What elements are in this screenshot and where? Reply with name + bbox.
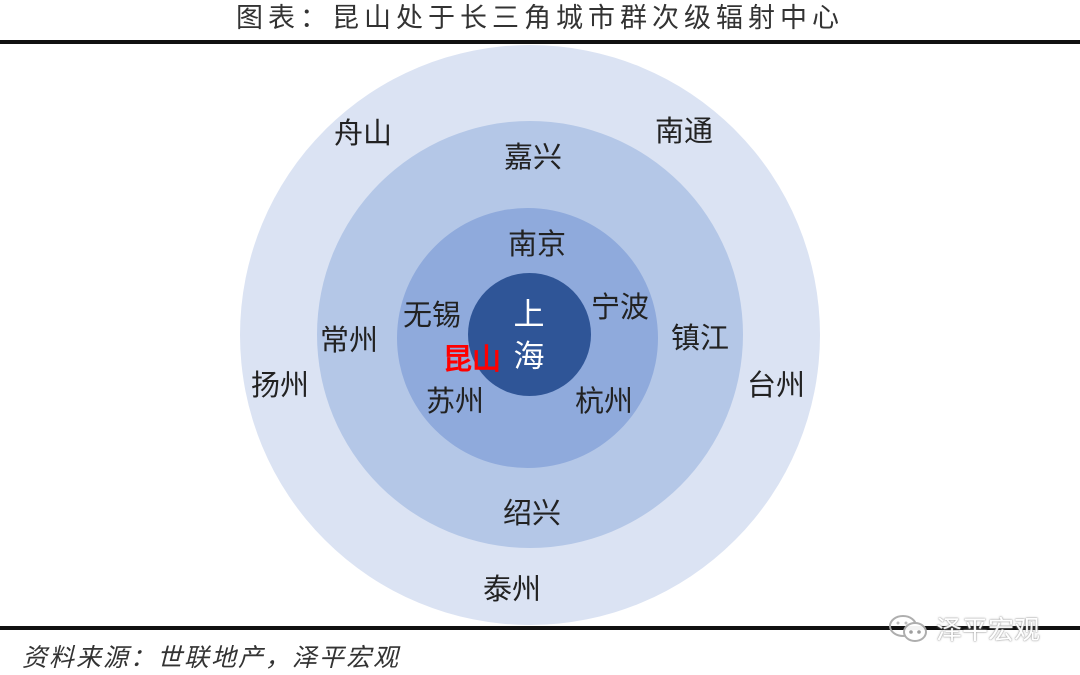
watermark: 泽平宏观 — [888, 610, 1040, 647]
source-note: 资料来源：世联地产，泽平宏观 — [22, 643, 401, 672]
city-label-wuxi: 无锡 — [402, 298, 462, 332]
city-label-nantong: 南通 — [654, 114, 714, 148]
city-label-ningbo: 宁波 — [590, 290, 650, 324]
top-divider — [0, 40, 1080, 44]
watermark-text: 泽平宏观 — [936, 616, 1041, 646]
city-label-taizhou-jiangsu: 泰州 — [482, 572, 542, 606]
chart-title: 图表：昆山处于长三角城市群次级辐射中心 — [236, 3, 844, 34]
city-label-hangzhou: 杭州 — [574, 384, 634, 418]
bottom-divider — [0, 626, 1080, 630]
city-label-taizhou-zhejiang: 台州 — [746, 368, 806, 402]
city-label-zhenjiang: 镇江 — [670, 321, 730, 355]
city-label-zhoushan: 舟山 — [333, 116, 393, 150]
city-label-nanjing: 南京 — [507, 227, 567, 261]
city-label-yangzhou: 扬州 — [250, 368, 310, 402]
wechat-icon — [889, 614, 927, 642]
city-label-jiaxing: 嘉兴 — [503, 140, 563, 174]
city-label-suzhou: 苏州 — [425, 384, 485, 418]
city-label-kunshan: 昆山 — [442, 342, 502, 376]
core-circle — [468, 273, 591, 396]
city-label-changzhou: 常州 — [319, 323, 379, 357]
city-label-shanghai: 上海 — [513, 297, 545, 375]
city-label-shaoxing: 绍兴 — [502, 496, 562, 530]
